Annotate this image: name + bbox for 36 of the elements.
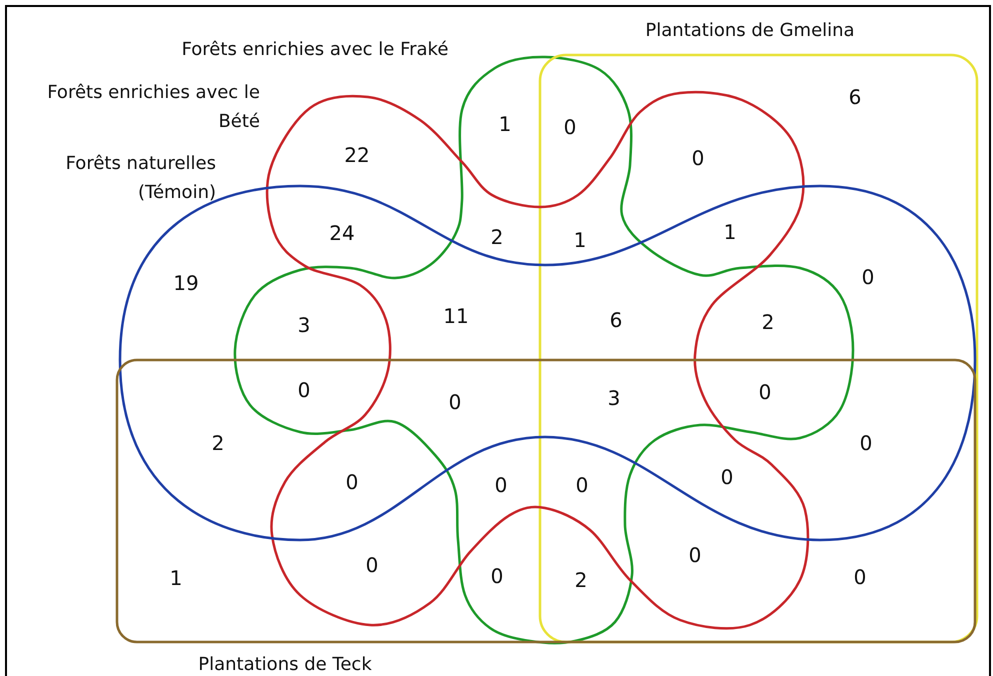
region-count: 1 (170, 568, 182, 588)
region-count: 0 (490, 566, 504, 586)
region-count: 0 (494, 475, 508, 495)
region-count: 0 (720, 467, 734, 487)
region-count: 0 (366, 555, 378, 575)
region-count: 0 (854, 567, 866, 587)
region-count: 0 (576, 475, 588, 495)
region-count: 2 (762, 312, 774, 332)
set-label: Forêts enrichies avec le Fraké (180, 38, 450, 62)
region-count: 19 (173, 273, 199, 293)
set-label: Plantations de Teck (197, 653, 373, 676)
region-count: 0 (860, 433, 872, 453)
region-count: 2 (212, 433, 224, 453)
region-count: 0 (448, 392, 462, 412)
region-count: 0 (862, 267, 874, 287)
region-count: 0 (346, 472, 358, 492)
region-count: 0 (564, 117, 576, 137)
region-count: 1 (498, 114, 512, 134)
region-count: 0 (758, 382, 772, 402)
region-count: 11 (443, 306, 469, 326)
set-label: Forêts naturelles (Témoin) (64, 152, 216, 205)
region-count: 1 (724, 222, 736, 242)
region-count: 22 (344, 145, 370, 165)
region-count: 2 (490, 227, 504, 247)
region-count: 0 (298, 380, 310, 400)
region-count: 0 (688, 545, 702, 565)
set-label: Forêts enrichies avec le Bété (46, 81, 260, 134)
region-count: 0 (692, 148, 704, 168)
region-count: 1 (574, 230, 586, 250)
region-count: 2 (574, 570, 588, 590)
region-count: 24 (329, 223, 355, 243)
region-count: 6 (848, 87, 862, 107)
region-count: 6 (610, 310, 622, 330)
region-count: 3 (298, 315, 310, 335)
region-count: 3 (608, 388, 620, 408)
set-label: Plantations de Gmelina (644, 19, 856, 43)
